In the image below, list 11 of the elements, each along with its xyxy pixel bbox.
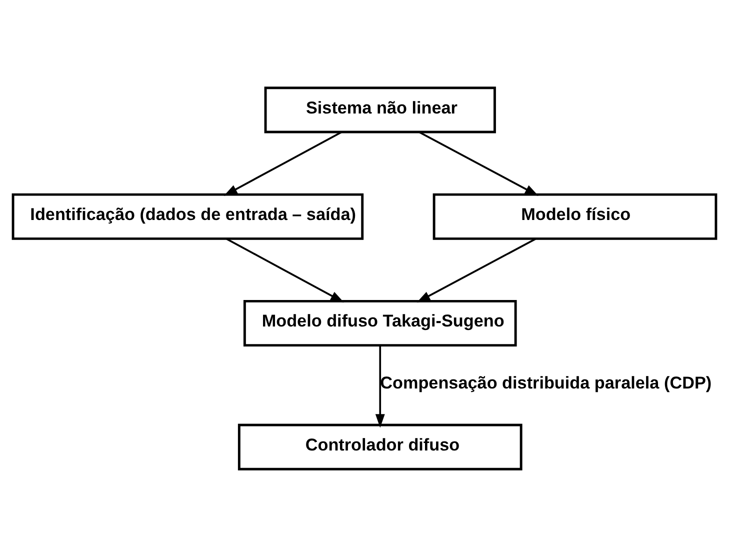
node-box: Identificação (dados de entrada – saída) (12, 192, 364, 240)
arrow (375, 345, 385, 428)
node-box: Modelo difuso Takagi-Sugeno (243, 299, 517, 346)
arrow (416, 238, 536, 302)
node-box: Controlador difuso (238, 423, 522, 470)
edge-label: Compensação distribuida paralela (CDP) (380, 372, 712, 392)
arrow (226, 238, 344, 302)
node-box: Modelo físico (432, 192, 718, 240)
arrow (419, 130, 538, 196)
node-box: Sistema não linear (264, 86, 496, 133)
arrow (224, 130, 342, 196)
